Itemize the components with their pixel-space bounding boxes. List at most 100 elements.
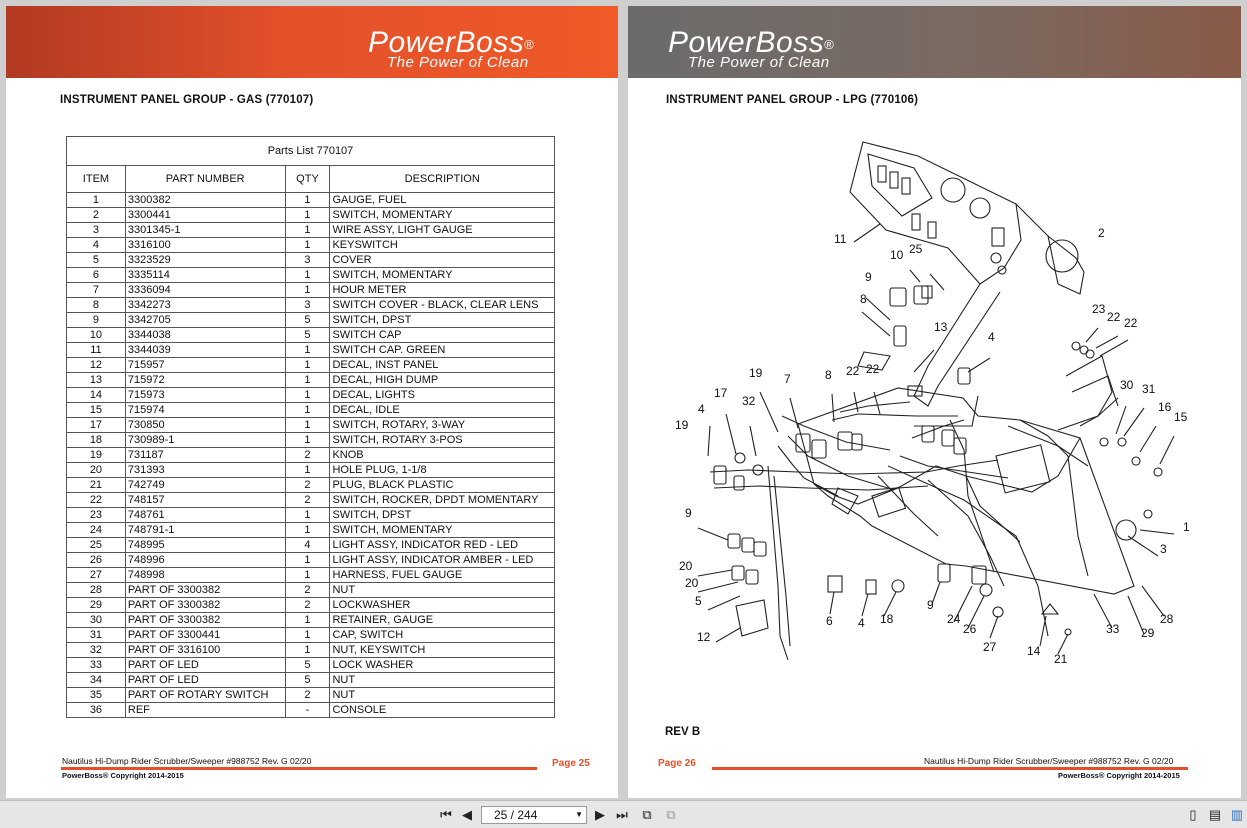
cell-description: GAUGE, FUEL — [329, 192, 555, 208]
cell-description: HARNESS, FUEL GAUGE — [329, 567, 555, 583]
chevron-down-icon[interactable]: ▼ — [575, 810, 583, 819]
cell-part-number: 715973 — [124, 387, 286, 403]
callout-number: 2 — [1098, 226, 1105, 240]
cell-item: 5 — [66, 252, 126, 268]
cell-qty: 5 — [284, 327, 331, 343]
cell-qty: 1 — [284, 417, 331, 433]
first-page-icon[interactable]: ⏮ — [440, 807, 452, 822]
cell-qty: 1 — [284, 552, 331, 568]
callout-number: 22 — [866, 362, 880, 376]
cell-part-number: 3301345-1 — [124, 222, 286, 238]
facing-view-icon[interactable]: ▥ — [1230, 807, 1244, 822]
callout-number: 22 — [846, 364, 860, 378]
callout-number: 8 — [825, 368, 832, 382]
cell-description: NUT — [329, 672, 555, 688]
col-description: DESCRIPTION — [329, 165, 555, 193]
cell-qty: 1 — [284, 522, 331, 538]
callout-number: 21 — [1054, 652, 1068, 666]
cell-part-number: PART OF LED — [124, 672, 286, 688]
cell-qty: 1 — [284, 222, 331, 238]
cell-description: SWITCH CAP — [329, 327, 555, 343]
two-page-icon[interactable]: ⧉ — [666, 807, 676, 822]
cell-item: 26 — [66, 552, 126, 568]
cell-description: DECAL, LIGHTS — [329, 387, 555, 403]
next-page-icon[interactable]: ▶ — [595, 807, 605, 822]
cell-item: 29 — [66, 597, 126, 613]
single-page-view-icon[interactable]: ▯ — [1189, 807, 1197, 822]
callout-number: 10 — [890, 248, 904, 262]
cell-part-number: 3316100 — [124, 237, 286, 253]
fit-page-icon[interactable]: ⧉ — [642, 807, 652, 822]
callout-number: 15 — [1174, 410, 1188, 424]
cell-item: 7 — [66, 282, 126, 298]
cell-item: 30 — [66, 612, 126, 628]
footer-doc: Nautilus Hi-Dump Rider Scrubber/Sweeper … — [62, 756, 312, 766]
cell-part-number: 3300382 — [124, 192, 286, 208]
callout-number: 24 — [947, 612, 961, 626]
cell-qty: 2 — [284, 492, 331, 508]
prev-page-icon[interactable]: ◀ — [462, 807, 472, 822]
cell-item: 24 — [66, 522, 126, 538]
cell-description: WIRE ASSY, LIGHT GAUGE — [329, 222, 555, 238]
cell-part-number: PART OF 3300441 — [124, 627, 286, 643]
cell-qty: 2 — [284, 687, 331, 703]
cell-qty: 3 — [284, 252, 331, 268]
page-25: PowerBoss® The Power of Clean INSTRUMENT… — [6, 6, 618, 798]
callout-number: 19 — [675, 418, 689, 432]
callout-number: 22 — [1107, 310, 1121, 324]
cell-part-number: 3344039 — [124, 342, 286, 358]
cell-description: NUT — [329, 582, 555, 598]
cell-item: 23 — [66, 507, 126, 523]
cell-qty: 5 — [284, 657, 331, 673]
continuous-view-icon[interactable]: ▤ — [1208, 807, 1222, 822]
cell-item: 2 — [66, 207, 126, 223]
brand-tagline: The Power of Clean — [387, 54, 529, 71]
cell-part-number: 730989-1 — [124, 432, 286, 448]
cell-qty: 5 — [284, 672, 331, 688]
cell-qty: 2 — [284, 477, 331, 493]
brand-logo: PowerBoss® — [668, 26, 835, 59]
callout-number: 23 — [1092, 302, 1106, 316]
cell-part-number: 748995 — [124, 537, 286, 553]
callout-number: 9 — [685, 506, 692, 520]
callout-number: 9 — [865, 270, 872, 284]
table-caption: Parts List 770107 — [66, 136, 555, 166]
callout-number: 20 — [685, 576, 699, 590]
footer-rule — [61, 767, 537, 770]
cell-part-number: 731187 — [124, 447, 286, 463]
page-number-input[interactable]: 25 / 244▼ — [481, 806, 587, 824]
cell-item: 27 — [66, 567, 126, 583]
cell-part-number: 715974 — [124, 402, 286, 418]
cell-description: SWITCH, ROTARY 3-POS — [329, 432, 555, 448]
table-header: ITEM PART NUMBER QTY DESCRIPTION — [66, 165, 555, 193]
cell-item: 9 — [66, 312, 126, 328]
cell-item: 36 — [66, 702, 126, 718]
col-item: ITEM — [66, 165, 126, 193]
cell-qty: 1 — [284, 612, 331, 628]
cell-description: COVER — [329, 252, 555, 268]
cell-qty: 1 — [284, 387, 331, 403]
footer-doc: Nautilus Hi-Dump Rider Scrubber/Sweeper … — [924, 756, 1174, 766]
page-26: PowerBoss® The Power of Clean INSTRUMENT… — [628, 6, 1241, 798]
cell-part-number: PART OF 3300382 — [124, 612, 286, 628]
cell-part-number: 3342705 — [124, 312, 286, 328]
cell-part-number: 748761 — [124, 507, 286, 523]
cell-qty: 2 — [284, 447, 331, 463]
cell-part-number: 748157 — [124, 492, 286, 508]
last-page-icon[interactable]: ⏭ — [616, 807, 628, 822]
cell-part-number: 715957 — [124, 357, 286, 373]
cell-part-number: 3323529 — [124, 252, 286, 268]
